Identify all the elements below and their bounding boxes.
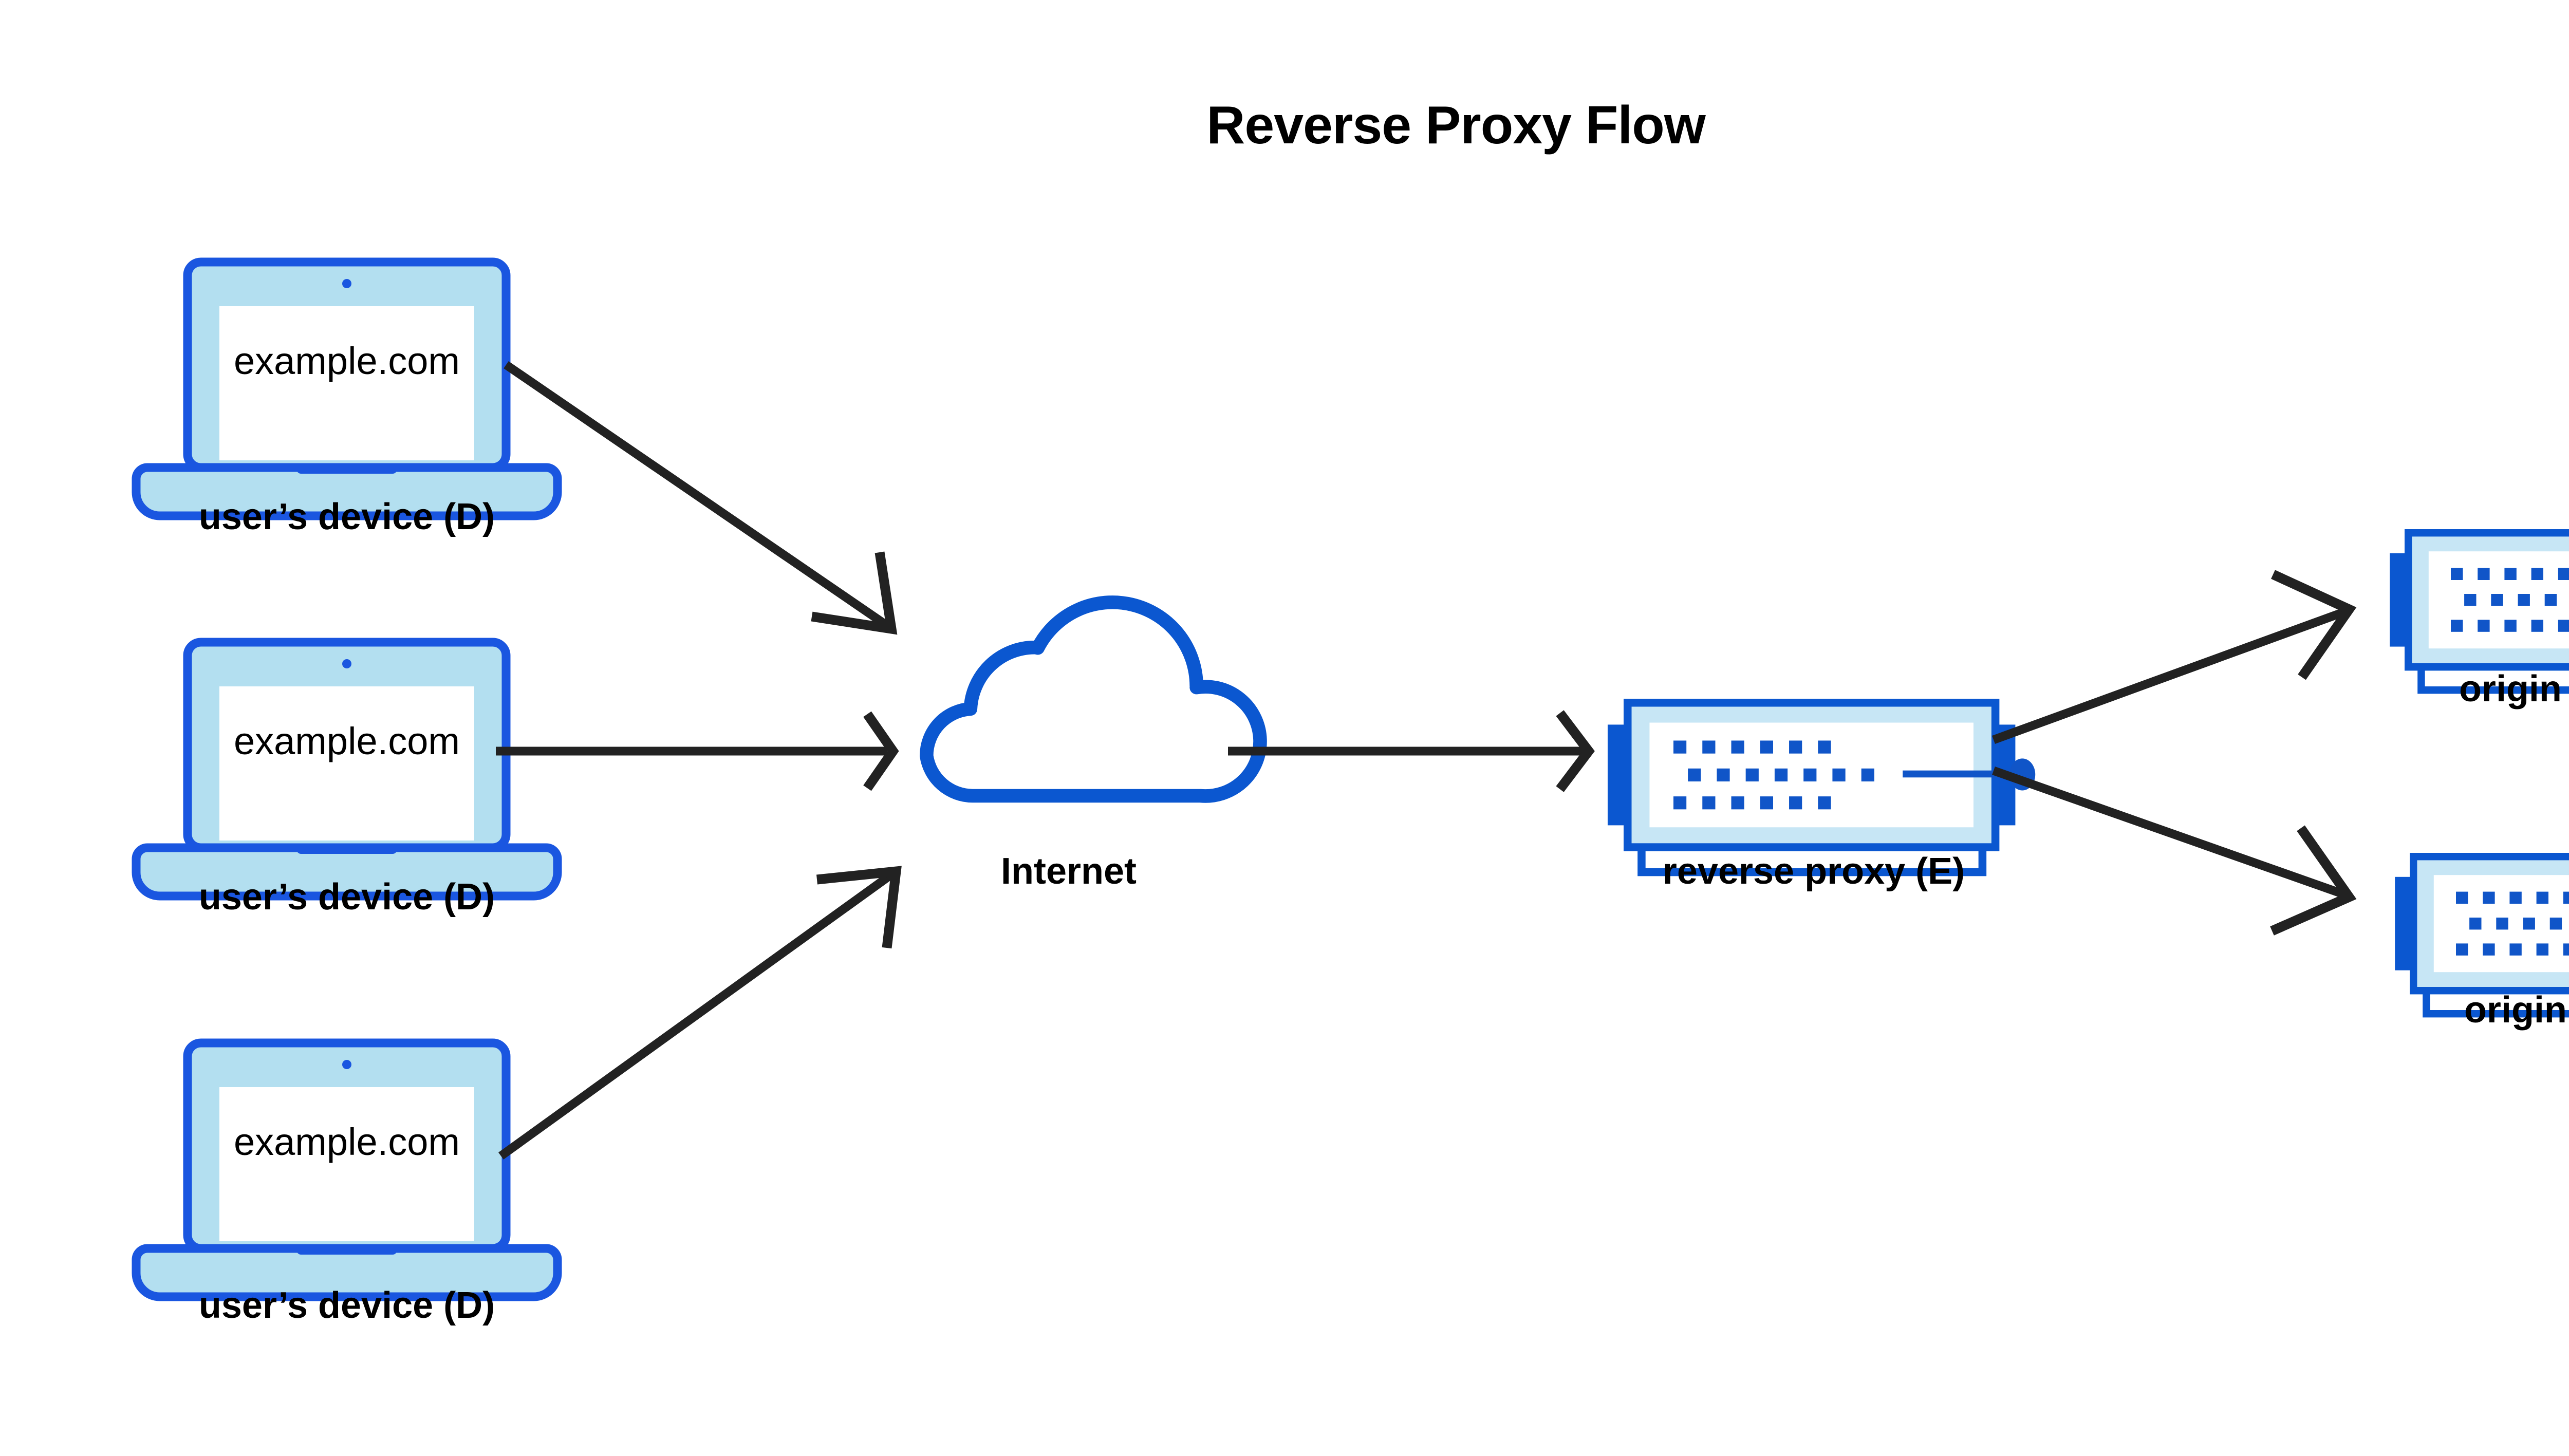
node-label-origin-top: origin server (F) — [2459, 668, 2569, 710]
cloud-icon-internet — [926, 602, 1260, 796]
arrow-client-bottom-to-internet — [498, 866, 902, 1160]
laptop-icon-client-top — [136, 262, 557, 516]
node-label-origin-bottom: origin server (F) — [2464, 990, 2569, 1031]
laptop-screen-text-client-bottom: example.com — [233, 1121, 460, 1163]
node-label-client-top: user’s device (D) — [198, 496, 495, 537]
arrow-reverse-proxy-to-origin-bottom — [1992, 766, 2357, 936]
arrow-reverse-proxy-to-origin-top — [1992, 570, 2357, 744]
arrow-client-top-to-internet — [504, 361, 898, 635]
laptop-icon-client-bottom — [136, 1043, 557, 1297]
server-icon-reverse-proxy — [1608, 699, 2035, 872]
node-label-reverse-proxy: reverse proxy (E) — [1662, 851, 1965, 892]
laptop-screen-text-client-middle: example.com — [233, 720, 460, 762]
laptop-screen-text-client-top: example.com — [233, 340, 460, 382]
page-title: Reverse Proxy Flow — [1206, 96, 1705, 155]
server-icon-origin-top — [2390, 529, 2569, 690]
node-label-internet: Internet — [1000, 851, 1137, 892]
arrow-client-middle-to-internet — [496, 711, 899, 791]
node-label-client-bottom: user’s device (D) — [198, 1285, 495, 1326]
laptop-icon-client-middle — [136, 642, 557, 896]
node-label-client-middle: user’s device (D) — [198, 876, 495, 918]
arrow-internet-to-reverse-proxy — [1228, 710, 1595, 792]
